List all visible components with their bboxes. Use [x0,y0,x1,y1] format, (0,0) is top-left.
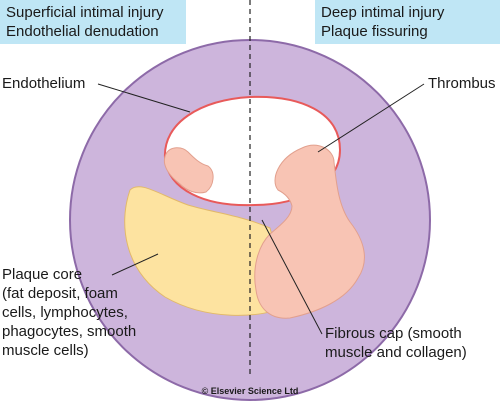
plaque-core-line-5: muscle cells) [2,342,89,359]
plaque-core-line-1: Plaque core [2,266,83,283]
header-right-line-1: Deep intimal injury [321,4,445,21]
plaque-core-line-2: (fat deposit, foam [2,285,118,302]
plaque-core-line-4: phagocytes, smooth [2,323,137,340]
plaque-core-label: Plaque core (fat deposit, foam cells, ly… [2,265,136,360]
header-right-line-2: Plaque fissuring [321,23,428,40]
deep-injury-header: Deep intimal injury Plaque fissuring [315,0,500,44]
fibrous-cap-leader [261,219,323,335]
thrombus-label: Thrombus [428,75,496,92]
thrombus-leader [317,83,425,153]
endothelium-label: Endothelium [2,75,86,92]
superficial-injury-header: Superficial intimal injury Endothelial d… [0,0,186,44]
fibrous-cap-label: Fibrous cap (smooth muscle and collagen) [325,324,467,362]
thrombus-small [164,147,214,194]
thrombus-large [254,144,365,319]
endothelium-leader [97,83,191,113]
fibrous-cap-line-1: Fibrous cap (smooth [325,325,462,342]
copyright-credit: © Elsevier Science Ltd [201,386,299,396]
fibrous-cap-line-2: muscle and collagen) [325,344,467,361]
header-left-line-1: Superficial intimal injury [6,4,164,21]
header-left-line-2: Endothelial denudation [6,23,159,40]
plaque-core-leader [111,253,159,276]
plaque-core-line-3: cells, lymphocytes, [2,304,128,321]
